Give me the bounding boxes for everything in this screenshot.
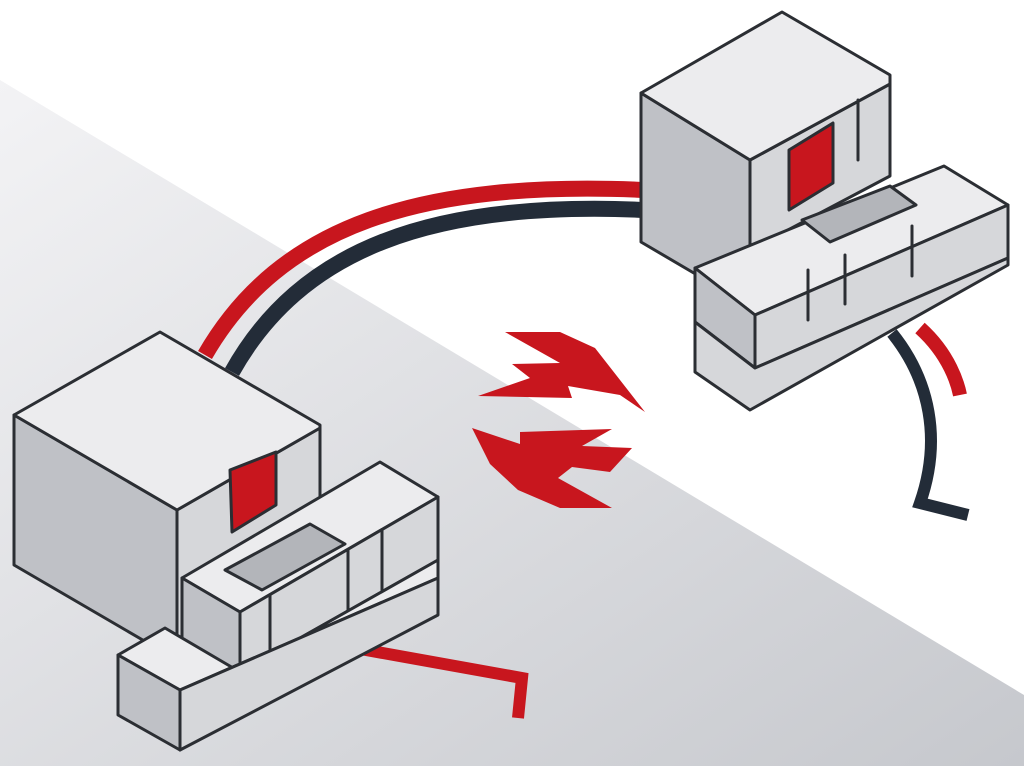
machine-back-body-top	[639, 10, 892, 162]
machine-front-base-right	[178, 576, 440, 752]
track-red-arc	[198, 180, 646, 360]
swap-arrows-icon	[472, 332, 645, 508]
track-navy-right	[887, 329, 970, 521]
track-navy-arc	[225, 200, 646, 376]
track-red-front	[353, 642, 529, 719]
arrow-up-right	[478, 332, 645, 412]
arrow-down-left	[472, 428, 632, 508]
track-red-right	[915, 322, 967, 397]
machine-front-door	[228, 450, 278, 534]
circular-track-icon	[198, 180, 970, 719]
machine-back	[639, 10, 1010, 412]
machine-back-base	[693, 256, 1010, 412]
machine-front	[12, 330, 440, 752]
machine-back-bench-window	[800, 184, 918, 244]
machine-back-door	[787, 121, 835, 212]
machine-front-bench-window	[223, 522, 347, 592]
